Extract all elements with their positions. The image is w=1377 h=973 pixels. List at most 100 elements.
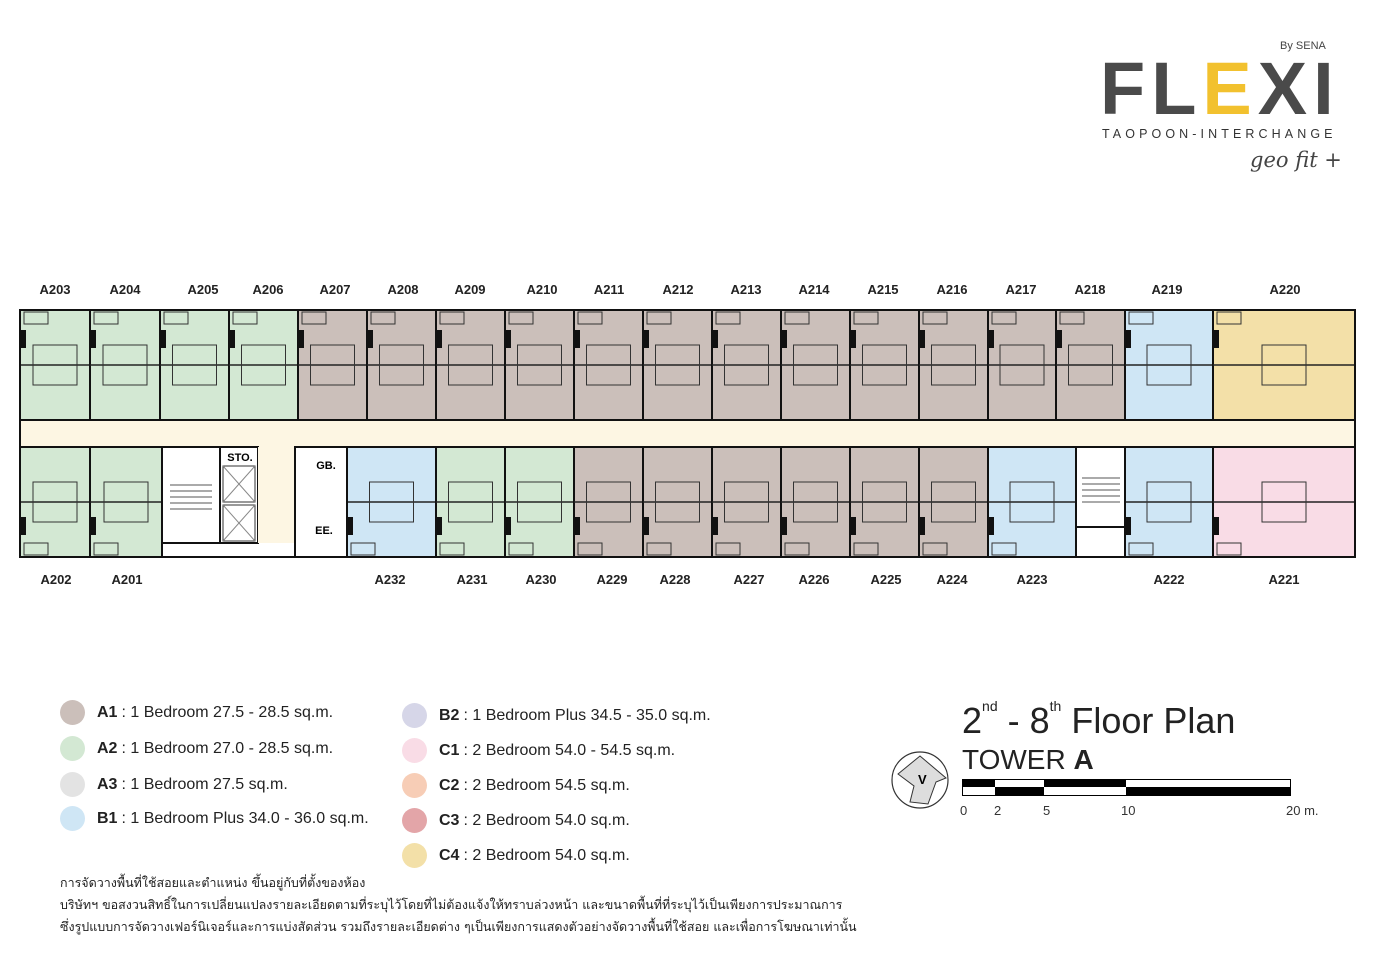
unit[interactable] [573, 446, 644, 558]
floor-plan: STO.GB.EE. [19, 309, 1356, 558]
legend-desc: : 2 Bedroom 54.0 sq.m. [463, 846, 630, 864]
unit[interactable] [1124, 309, 1214, 421]
logo-letters-fl: FL [1100, 47, 1203, 130]
unit[interactable] [987, 446, 1077, 558]
unit-label-a208: A208 [387, 282, 419, 297]
legend-code: A1 [97, 703, 118, 721]
legend-swatch [60, 772, 85, 797]
unit[interactable] [297, 309, 368, 421]
unit-label-a232: A232 [374, 572, 406, 587]
unit[interactable] [1055, 309, 1126, 421]
legend-item-b1: B1: 1 Bedroom Plus 34.0 - 36.0 sq.m. [60, 806, 369, 831]
legend-code: A3 [97, 775, 118, 793]
title-from: 2 [962, 700, 983, 741]
tower-word: TOWER [962, 744, 1066, 775]
unit[interactable] [642, 309, 713, 421]
building-core [161, 446, 1126, 558]
scale-tick-label: 0 [960, 803, 968, 818]
unit[interactable] [89, 309, 161, 421]
note-line-3: ซึ่งรูปแบบการจัดวางเฟอร์นิเจอร์และการแบ่… [60, 919, 857, 934]
legend-code: C3 [439, 811, 460, 829]
flexi-logo: FLEXI [1100, 52, 1340, 126]
unit-label-a223: A223 [1016, 572, 1048, 587]
unit[interactable] [849, 446, 920, 558]
logo-letters-xi: XI [1257, 47, 1340, 130]
unit[interactable] [346, 446, 437, 558]
electrical-room-label: EE. [315, 525, 333, 537]
title-to: 8 [1029, 700, 1050, 741]
unit[interactable] [19, 309, 91, 421]
legend-item-c4: C4: 2 Bedroom 54.0 sq.m. [402, 843, 630, 868]
unit[interactable] [642, 446, 713, 558]
unit-label-a210: A210 [526, 282, 558, 297]
legend-code: B1 [97, 809, 118, 827]
unit[interactable] [987, 309, 1057, 421]
unit[interactable] [19, 446, 91, 558]
unit[interactable] [228, 309, 299, 421]
unit-label-a231: A231 [456, 572, 488, 587]
unit[interactable] [1124, 446, 1214, 558]
unit-label-a207: A207 [319, 282, 351, 297]
unit-label-a218: A218 [1074, 282, 1106, 297]
unit[interactable] [159, 309, 230, 421]
legend-item-c1: C1: 2 Bedroom 54.0 - 54.5 sq.m. [402, 738, 675, 763]
legend-desc: : 2 Bedroom 54.5 sq.m. [463, 776, 630, 794]
unit-label-a217: A217 [1005, 282, 1037, 297]
unit[interactable] [89, 446, 163, 558]
unit[interactable] [504, 309, 575, 421]
legend-desc: : 1 Bedroom Plus 34.0 - 36.0 sq.m. [121, 809, 369, 827]
unit-label-a219: A219 [1151, 282, 1183, 297]
logo-location: TAOPOON-INTERCHANGE [1102, 127, 1337, 141]
unit[interactable] [918, 309, 989, 421]
compass-letter: V [918, 772, 927, 787]
unit-label-a209: A209 [454, 282, 486, 297]
legend-item-a1: A1: 1 Bedroom 27.5 - 28.5 sq.m. [60, 700, 333, 725]
unit-label-a203: A203 [39, 282, 71, 297]
garbage-room-label: GB. [316, 460, 336, 472]
unit[interactable] [849, 309, 920, 421]
tower-title: TOWER A [962, 744, 1094, 776]
unit[interactable] [711, 309, 782, 421]
unit[interactable] [366, 309, 437, 421]
unit[interactable] [711, 446, 782, 558]
unit-label-a222: A222 [1153, 572, 1185, 587]
scale-tick-label: 5 [1043, 803, 1051, 818]
legend-code: B2 [439, 706, 460, 724]
legend-swatch [60, 736, 85, 761]
legend-swatch [60, 700, 85, 725]
tower-id: A [1073, 744, 1094, 775]
unit[interactable] [435, 309, 506, 421]
title-from-sup: nd [982, 698, 998, 714]
unit[interactable] [573, 309, 644, 421]
unit-label-a204: A204 [109, 282, 141, 297]
unit-label-a224: A224 [936, 572, 968, 587]
legend-code: A2 [97, 739, 118, 757]
unit-label-a205: A205 [187, 282, 219, 297]
unit[interactable] [1212, 446, 1356, 558]
legend-desc: : 1 Bedroom 27.5 sq.m. [121, 775, 288, 793]
unit-label-a229: A229 [596, 572, 628, 587]
unit-label-a225: A225 [870, 572, 902, 587]
unit-label-a227: A227 [733, 572, 765, 587]
legend-item-c3: C3: 2 Bedroom 54.0 sq.m. [402, 808, 630, 833]
scale-tick-label: 10 [1121, 803, 1136, 818]
unit-label-a211: A211 [593, 282, 625, 297]
title-text: Floor Plan [1061, 700, 1236, 741]
legend-item-c2: C2: 2 Bedroom 54.5 sq.m. [402, 773, 630, 798]
scale-bar [962, 779, 1291, 796]
unit[interactable] [1212, 309, 1356, 421]
scale-tick-label: 2 [994, 803, 1002, 818]
unit[interactable] [435, 446, 506, 558]
legend-desc: : 1 Bedroom 27.0 - 28.5 sq.m. [121, 739, 334, 757]
legend-code: C2 [439, 776, 460, 794]
unit[interactable] [504, 446, 575, 558]
unit[interactable] [780, 309, 851, 421]
north-compass-icon: V [891, 751, 949, 809]
unit-label-a221: A221 [1268, 572, 1300, 587]
legend-desc: : 2 Bedroom 54.0 sq.m. [463, 811, 630, 829]
unit-label-a214: A214 [798, 282, 830, 297]
title-to-sup: th [1049, 698, 1062, 714]
legend-desc: : 1 Bedroom 27.5 - 28.5 sq.m. [121, 703, 334, 721]
unit[interactable] [780, 446, 851, 558]
unit[interactable] [918, 446, 989, 558]
